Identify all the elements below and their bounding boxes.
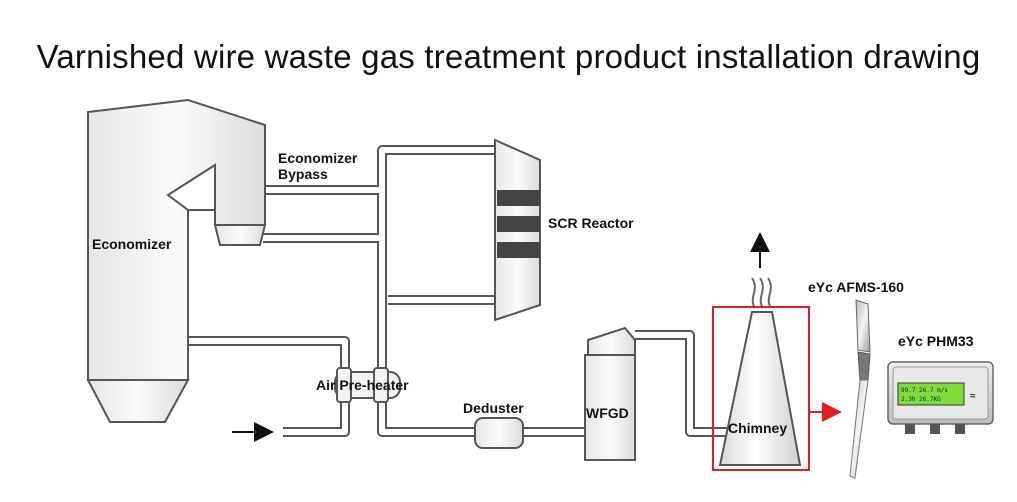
- bypass-label-line1: Economizer: [278, 150, 358, 166]
- phm-label: eYc PHM33: [898, 333, 974, 349]
- afms-probe: [849, 299, 871, 479]
- smoke-icon: [751, 277, 772, 309]
- wfgd-unit: [584, 326, 636, 461]
- catalyst-layer: [497, 242, 540, 258]
- page-title: Varnished wire waste gas treatment produ…: [36, 38, 981, 75]
- deduster-label: Deduster: [463, 400, 524, 416]
- air-preheater-label: Air Pre-heater: [316, 377, 409, 393]
- scr-reactor-label: SCR Reactor: [548, 215, 634, 231]
- lcd-display: [897, 382, 965, 406]
- catalyst-layer: [497, 190, 540, 206]
- deduster: [474, 417, 524, 449]
- pipe-network: [188, 145, 730, 437]
- lcd-line-1: 99.7 26.7 m/s: [901, 387, 948, 394]
- measurement-point-highlight: [712, 306, 810, 471]
- lcd-line-2: 2.3h 26.7KG: [901, 396, 941, 403]
- scr-reactor: [494, 138, 541, 322]
- brand-icon: ≈: [970, 391, 976, 402]
- chimney: [718, 232, 802, 466]
- wfgd-label: WFGD: [586, 405, 629, 421]
- bypass-label-line2: Bypass: [278, 166, 328, 182]
- phm-transmitter: 99.7 26.7 m/s 2.3h 26.7KG ≈: [887, 361, 994, 434]
- economizer-unit: [86, 98, 267, 423]
- catalyst-layer: [497, 216, 540, 232]
- chimney-label: Chimney: [728, 420, 787, 436]
- economizer-label: Economizer: [92, 236, 172, 252]
- air-preheater: [334, 367, 401, 403]
- afms-label: eYc AFMS-160: [808, 279, 904, 295]
